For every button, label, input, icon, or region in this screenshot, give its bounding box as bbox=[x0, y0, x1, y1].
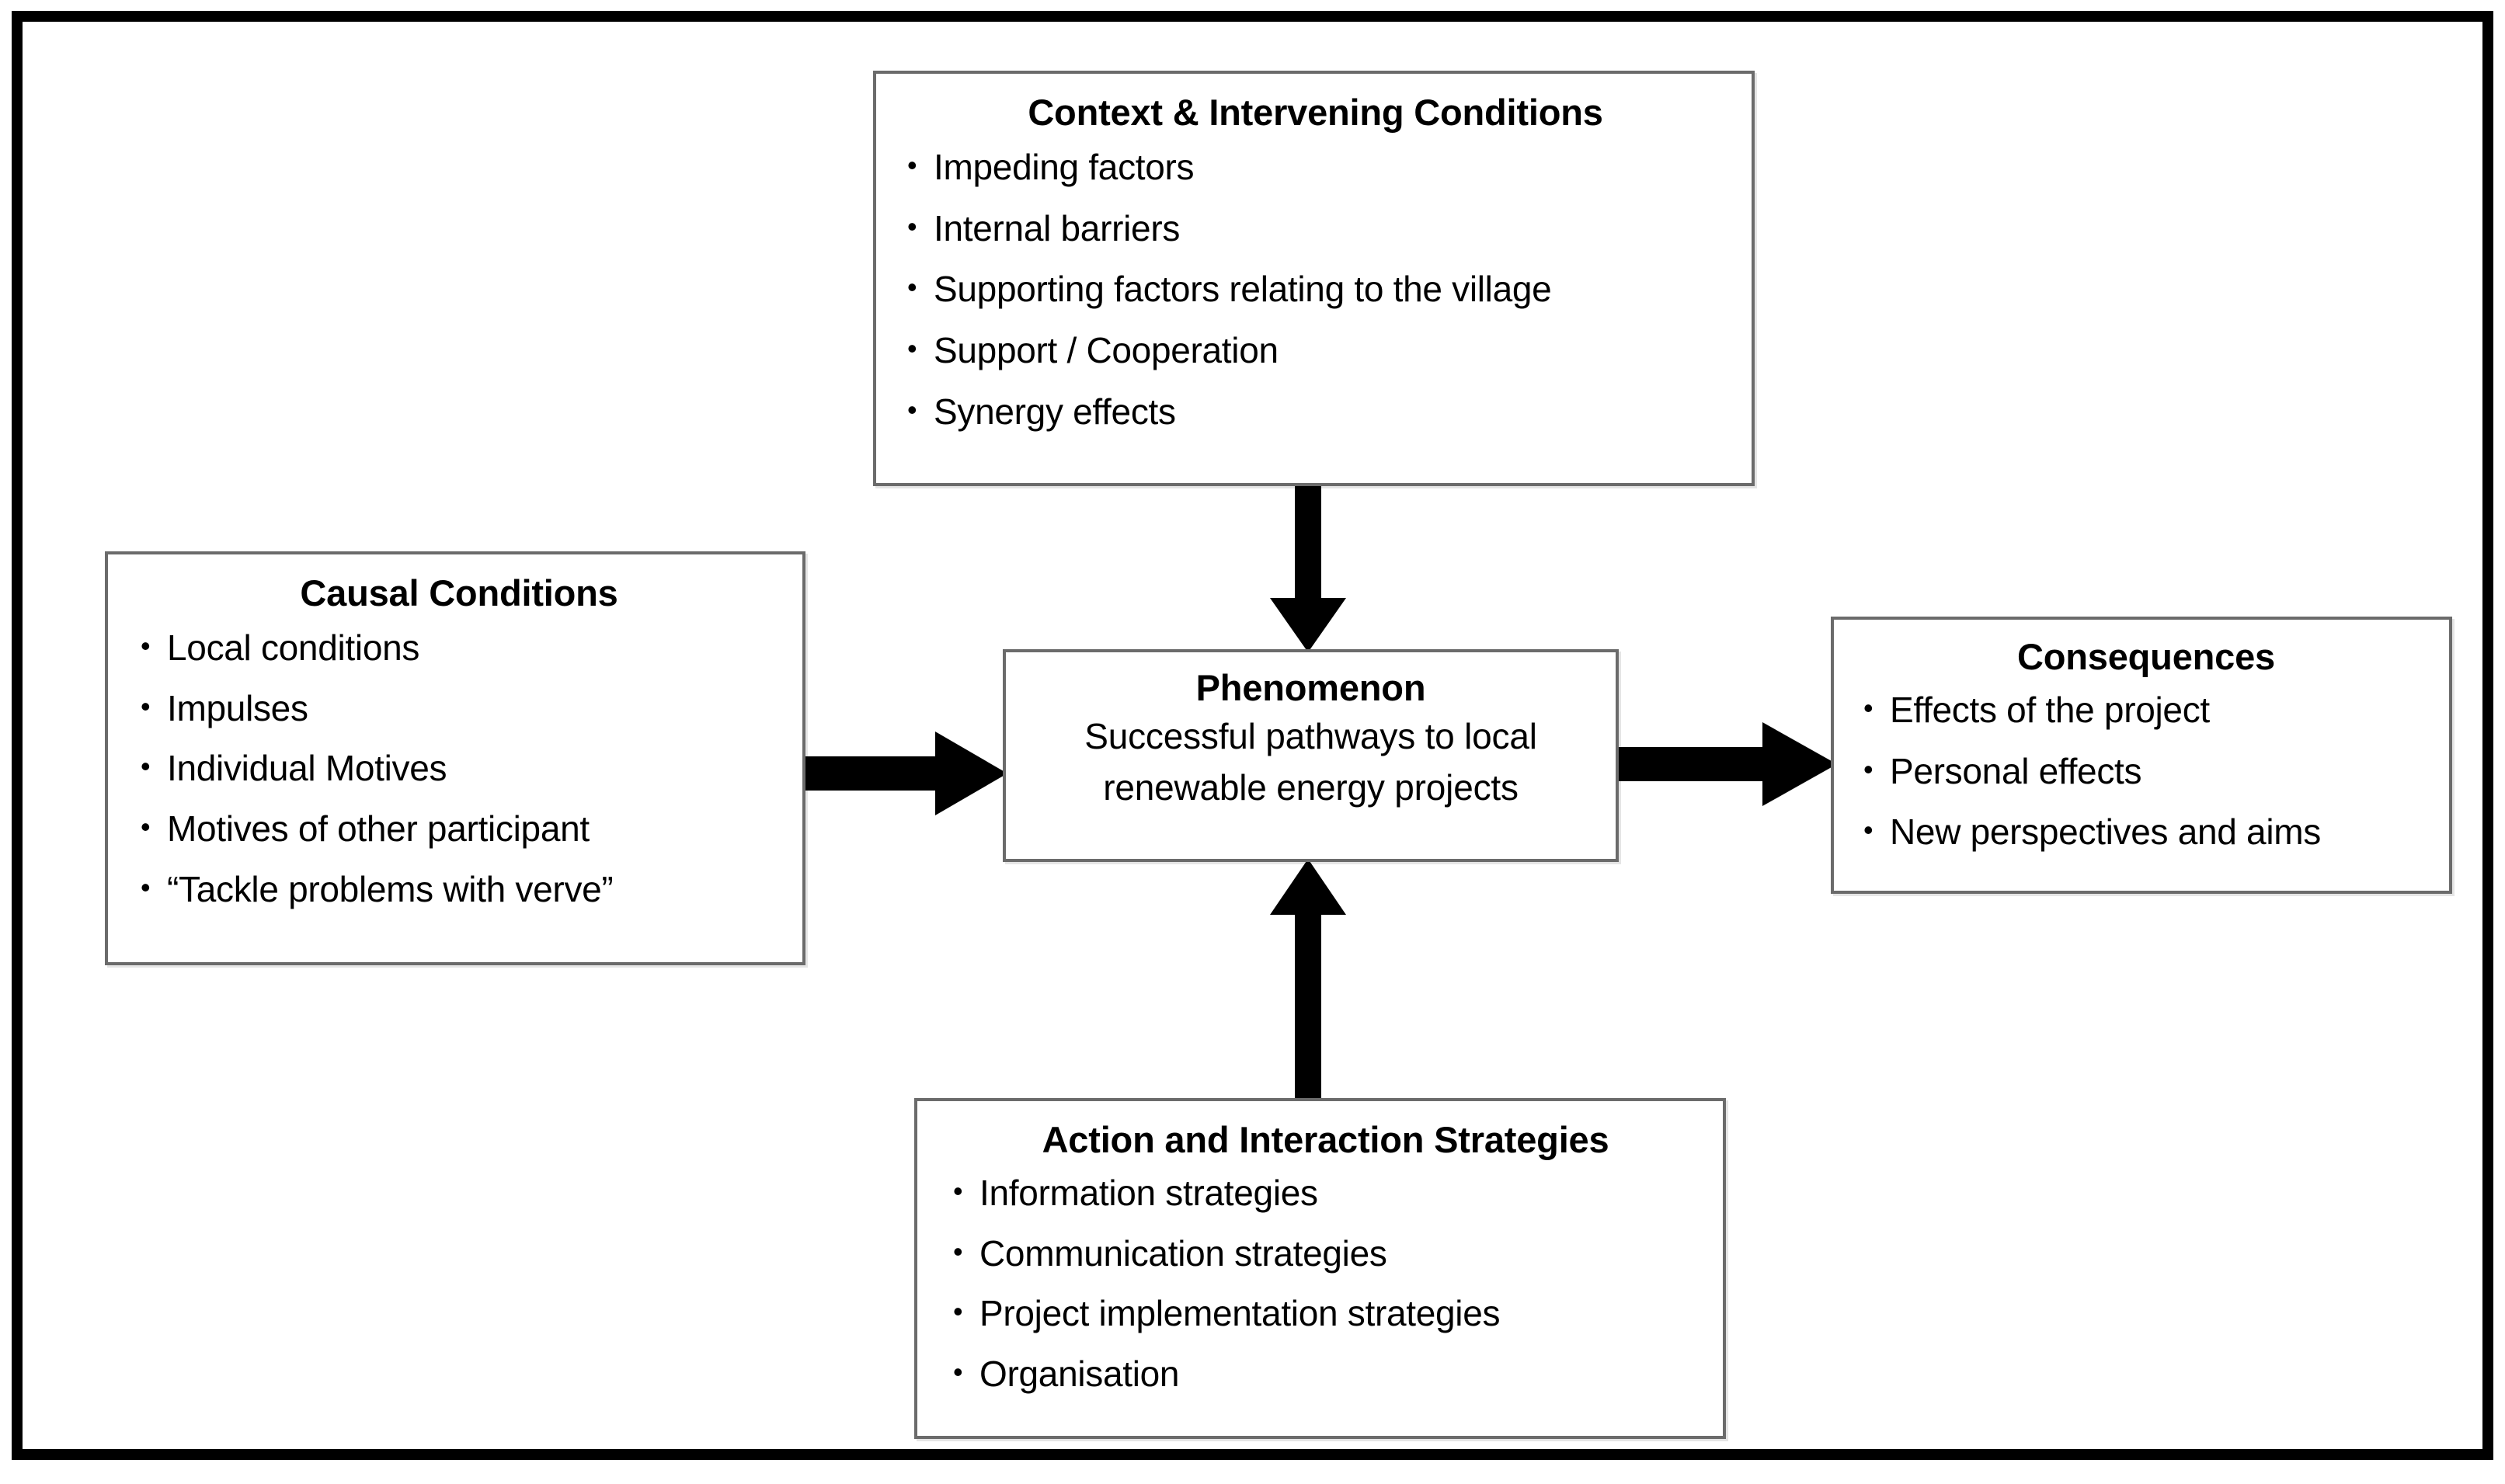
list-item: Personal effects bbox=[1859, 751, 2434, 792]
node-causal-bullet-list: Local conditions Impulses Individual Mot… bbox=[136, 627, 782, 910]
arrow-right-phenomenon-to-consequences bbox=[1613, 718, 1839, 811]
node-action-bullet-list: Information strategies Communication str… bbox=[948, 1173, 1703, 1394]
arrow-up-action-to-phenomenon bbox=[1265, 859, 1351, 1103]
node-phenomenon-title: Phenomenon bbox=[1195, 667, 1426, 708]
list-item: Support / Cooperation bbox=[903, 330, 1728, 371]
node-action-title: Action and Interaction Strategies bbox=[1042, 1119, 1609, 1160]
list-item: Effects of the project bbox=[1859, 690, 2434, 731]
node-context-title: Context & Intervening Conditions bbox=[1028, 92, 1603, 133]
node-phenomenon: Phenomenon Successful pathways to local … bbox=[1003, 649, 1619, 862]
list-item: New perspectives and aims bbox=[1859, 812, 2434, 853]
arrow-down-context-to-phenomenon bbox=[1265, 481, 1351, 652]
list-item: Internal barriers bbox=[903, 208, 1728, 249]
node-action-interaction-strategies: Action and Interaction Strategies Inform… bbox=[914, 1098, 1726, 1439]
node-causal-conditions: Causal Conditions Local conditions Impul… bbox=[105, 551, 805, 965]
list-item: “Tackle problems with verve” bbox=[136, 869, 782, 910]
node-consequences-title: Consequences bbox=[2017, 636, 2275, 677]
figure-outer-frame: Context & Intervening Conditions Impedin… bbox=[12, 11, 2493, 1460]
list-item: Synergy effects bbox=[903, 391, 1728, 433]
node-causal-title: Causal Conditions bbox=[300, 572, 618, 613]
list-item: Individual Motives bbox=[136, 748, 782, 789]
list-item: Communication strategies bbox=[948, 1233, 1703, 1274]
list-item: Impulses bbox=[136, 688, 782, 729]
list-item: Local conditions bbox=[136, 627, 782, 669]
node-phenomenon-subtitle-line-2: renewable energy projects bbox=[1103, 767, 1519, 808]
list-item: Impeding factors bbox=[903, 147, 1728, 188]
list-item: Organisation bbox=[948, 1354, 1703, 1395]
list-item: Project implementation strategies bbox=[948, 1293, 1703, 1334]
node-consequences: Consequences Effects of the project Pers… bbox=[1831, 617, 2452, 894]
list-item: Motives of other participant bbox=[136, 808, 782, 850]
list-item: Information strategies bbox=[948, 1173, 1703, 1214]
node-phenomenon-subtitle-line-1: Successful pathways to local bbox=[1084, 716, 1537, 757]
node-consequences-bullet-list: Effects of the project Personal effects … bbox=[1859, 690, 2434, 853]
node-context-intervening-conditions: Context & Intervening Conditions Impedin… bbox=[873, 71, 1755, 486]
list-item: Supporting factors relating to the villa… bbox=[903, 269, 1728, 310]
node-context-bullet-list: Impeding factors Internal barriers Suppo… bbox=[903, 147, 1728, 433]
arrow-right-causal-to-phenomenon bbox=[799, 727, 1009, 820]
